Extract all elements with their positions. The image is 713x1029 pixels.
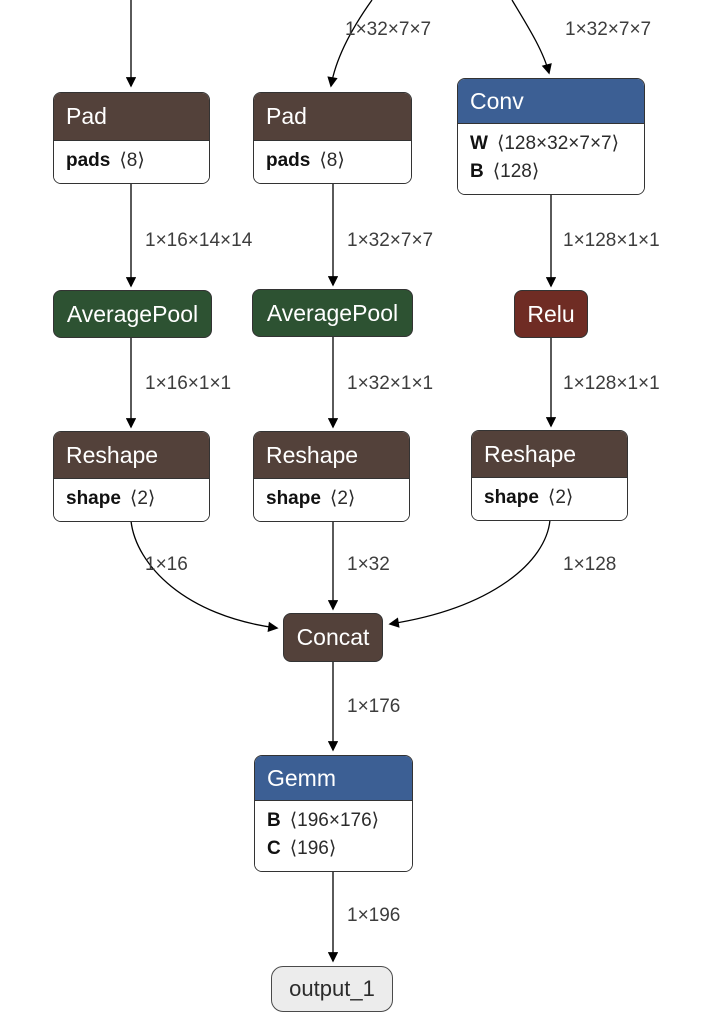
node-output-1[interactable]: output_1 <box>271 966 393 1012</box>
edge-label-input-to-conv: 1×32×7×7 <box>565 19 652 40</box>
edge-label-reshape-2-out: 1×32 <box>347 554 390 575</box>
node-pad-1-attributes: pads ⟨8⟩ <box>54 141 209 183</box>
attribute-row: shape ⟨2⟩ <box>66 485 197 513</box>
edge-label-concat-out: 1×176 <box>347 696 401 717</box>
edge-input-to-pad-2 <box>327 0 373 88</box>
node-title: Gemm <box>267 764 336 791</box>
node-conv-header: Conv <box>458 79 644 124</box>
attribute-row: B ⟨128⟩ <box>470 158 632 186</box>
attribute-name: shape <box>484 487 539 508</box>
node-reshape-1[interactable]: Reshape shape ⟨2⟩ <box>53 431 210 522</box>
node-reshape-2-header: Reshape <box>254 432 409 479</box>
node-conv-attributes: W ⟨128×32×7×7⟩ B ⟨128⟩ <box>458 124 644 194</box>
node-gemm-header: Gemm <box>255 756 412 801</box>
node-reshape-3[interactable]: Reshape shape ⟨2⟩ <box>471 430 628 521</box>
node-gemm-attributes: B ⟨196×176⟩ C ⟨196⟩ <box>255 801 412 871</box>
node-reshape-2[interactable]: Reshape shape ⟨2⟩ <box>253 431 410 522</box>
edge-label-reshape-3-out: 1×128 <box>563 554 617 575</box>
attribute-row: W ⟨128×32×7×7⟩ <box>470 130 632 158</box>
attribute-name: shape <box>66 488 121 509</box>
node-title: Relu <box>527 300 575 327</box>
node-title: AveragePool <box>66 300 199 327</box>
node-title: AveragePool <box>266 299 399 326</box>
node-conv[interactable]: Conv W ⟨128×32×7×7⟩ B ⟨128⟩ <box>457 78 645 195</box>
node-concat[interactable]: Concat <box>283 613 383 662</box>
attribute-name: B <box>267 810 281 831</box>
node-pad-1-header: Pad <box>54 93 209 141</box>
node-title: Reshape <box>66 441 159 468</box>
attribute-value: ⟨8⟩ <box>119 150 145 171</box>
attribute-value: ⟨196⟩ <box>289 838 337 859</box>
node-reshape-2-attributes: shape ⟨2⟩ <box>254 479 409 521</box>
attribute-value: ⟨2⟩ <box>129 488 156 509</box>
edge-label-pad-2-out: 1×32×7×7 <box>347 230 434 251</box>
attribute-value: ⟨8⟩ <box>319 150 345 171</box>
edge-label-reshape-1-out: 1×16 <box>145 554 188 575</box>
attribute-name: pads <box>66 150 111 171</box>
node-title: Reshape <box>266 441 359 468</box>
node-pad-2-header: Pad <box>254 93 411 141</box>
node-pad-1[interactable]: Pad pads ⟨8⟩ <box>53 92 210 184</box>
node-averagepool-2[interactable]: AveragePool <box>252 289 413 337</box>
node-title: Concat <box>296 624 370 650</box>
node-reshape-3-attributes: shape ⟨2⟩ <box>472 478 627 520</box>
attribute-name: B <box>470 161 484 182</box>
node-title: Pad <box>66 103 107 129</box>
edge-label-pad-1-out: 1×16×14×14 <box>145 230 253 251</box>
attribute-value: ⟨196×176⟩ <box>289 810 380 831</box>
attribute-value: ⟨2⟩ <box>329 488 356 509</box>
edge-reshape-1-to-concat <box>130 520 279 633</box>
attribute-row: shape ⟨2⟩ <box>266 485 397 513</box>
edge-input-to-conv <box>511 0 552 75</box>
edge-label-averagepool-1-out: 1×16×1×1 <box>145 373 232 394</box>
edge-label-gemm-out: 1×196 <box>347 905 401 926</box>
attribute-row: C ⟨196⟩ <box>267 835 400 863</box>
node-title: Conv <box>470 87 524 114</box>
node-relu[interactable]: Relu <box>514 290 588 338</box>
node-title: output_1 <box>289 976 375 1001</box>
edge-label-averagepool-2-out: 1×32×1×1 <box>347 373 434 394</box>
node-averagepool-1[interactable]: AveragePool <box>53 290 212 338</box>
attribute-row: pads ⟨8⟩ <box>266 147 399 175</box>
node-gemm[interactable]: Gemm B ⟨196×176⟩ C ⟨196⟩ <box>254 755 413 872</box>
attribute-name: W <box>470 133 488 154</box>
node-title: Pad <box>266 103 307 129</box>
edge-reshape-3-to-concat <box>388 519 551 628</box>
attribute-row: B ⟨196×176⟩ <box>267 807 400 835</box>
edge-label-relu-out: 1×128×1×1 <box>563 373 660 394</box>
node-reshape-1-header: Reshape <box>54 432 209 479</box>
node-title: Reshape <box>484 440 577 467</box>
attribute-value: ⟨128⟩ <box>492 161 540 182</box>
attribute-name: C <box>267 838 281 859</box>
node-pad-2-attributes: pads ⟨8⟩ <box>254 141 411 183</box>
attribute-name: pads <box>266 150 311 171</box>
attribute-row: pads ⟨8⟩ <box>66 147 197 175</box>
edge-label-conv-out: 1×128×1×1 <box>563 230 660 251</box>
node-pad-2[interactable]: Pad pads ⟨8⟩ <box>253 92 412 184</box>
node-reshape-3-header: Reshape <box>472 431 627 478</box>
attribute-row: shape ⟨2⟩ <box>484 484 615 512</box>
attribute-name: shape <box>266 488 321 509</box>
attribute-value: ⟨128×32×7×7⟩ <box>496 133 620 154</box>
node-reshape-1-attributes: shape ⟨2⟩ <box>54 479 209 521</box>
edge-label-input-to-pad-2: 1×32×7×7 <box>345 19 432 40</box>
attribute-value: ⟨2⟩ <box>547 487 574 508</box>
